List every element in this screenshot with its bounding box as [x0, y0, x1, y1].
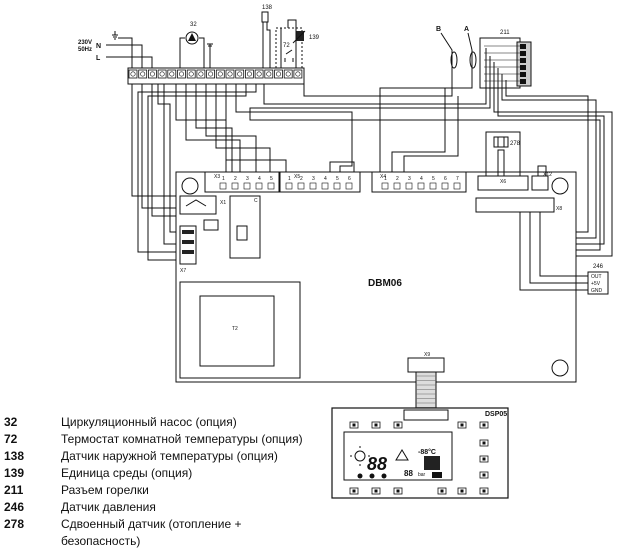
connector-pin-label: 7 [456, 176, 459, 182]
connector-pin-label: 6 [348, 176, 351, 182]
terminal-strip [127, 67, 305, 85]
thermostat-switch-icon [284, 49, 294, 62]
connector-pin-label: 2 [300, 176, 303, 182]
connector-x3: X3 1 2 3 4 5 [204, 171, 280, 193]
sun-icon [354, 450, 366, 462]
board-mount-hole-tl [181, 177, 199, 195]
pressure-wires [519, 212, 588, 291]
connector-pin-label: 5 [270, 176, 273, 182]
connector-x8: X8 [475, 197, 562, 213]
cable-label-b: B [436, 26, 441, 33]
svg-text:X9: X9 [424, 352, 430, 358]
svg-text:X12: X12 [543, 172, 552, 178]
pump-icon [185, 31, 199, 45]
connector-x5: X5 1 2 3 4 5 6 [279, 171, 361, 193]
connector-pin-label: 5 [336, 176, 339, 182]
mains-wires [106, 37, 153, 68]
burner-connector-number: 211 [500, 30, 510, 36]
burner-connector-icon [479, 37, 532, 89]
connector-x1: X1 [179, 195, 226, 215]
connector-x7: X7 [179, 225, 197, 274]
earth-icon [112, 31, 118, 40]
lcd-temp-big: 88 [367, 454, 387, 474]
outdoor-sensor-icon [261, 11, 269, 23]
svg-text:X8: X8 [556, 206, 562, 212]
connector-pin-label: 6 [444, 176, 447, 182]
board-mount-hole-tr [551, 177, 569, 195]
terminal-l-label: L [96, 55, 101, 62]
environment-unit-icon [292, 30, 306, 44]
lcd-bar-value: 88 [404, 469, 413, 478]
svg-text:X4: X4 [380, 174, 386, 180]
connector-pin-label: 2 [234, 176, 237, 182]
transformer-t2: T2 [179, 281, 301, 379]
pressure-sensor-number: 246 [593, 264, 604, 270]
connector-pin-label: 4 [324, 176, 327, 182]
pump-number: 32 [190, 22, 197, 28]
connector-x12: X12 [531, 172, 552, 191]
pressure-pin-gnd: GND [591, 288, 603, 294]
connector-pin-label: 3 [312, 176, 315, 182]
environment-unit-number: 139 [309, 35, 320, 41]
room-thermostat-number: 72 [283, 43, 290, 49]
supply-voltage: 230V [78, 40, 92, 46]
pressure-sensor: OUT +5V GND [587, 271, 609, 295]
connector-pin-label: 4 [420, 176, 423, 182]
supply-frequency: 50Hz [78, 47, 92, 53]
pressure-pin-5v: +5V [591, 281, 601, 287]
outdoor-sensor-number: 138 [262, 5, 273, 11]
board-mount-hole-br [551, 359, 569, 377]
radiator-icon [424, 456, 440, 470]
warning-icon [395, 449, 409, 461]
lcd-temp-small: -88°C [418, 448, 436, 456]
lcd-bar-unit: bar [418, 472, 426, 478]
connector-x4: X4 1 2 3 4 5 6 7 [371, 171, 467, 193]
connector-pin-label: 5 [432, 176, 435, 182]
connector-pin-label: 3 [246, 176, 249, 182]
strip-wires [131, 84, 353, 261]
connector-pin-label: 4 [258, 176, 261, 182]
connector-pin-label: 1 [288, 176, 291, 182]
ferrite-b-icon [450, 51, 458, 69]
svg-text:X5: X5 [294, 174, 300, 180]
ferrite-a-icon [469, 51, 477, 69]
svg-text:T2: T2 [232, 326, 238, 332]
svg-text:C: C [254, 198, 258, 204]
pressure-pin-out: OUT [591, 274, 602, 280]
terminal-n-label: N [96, 43, 101, 50]
svg-text:DSP05: DSP05 [485, 411, 507, 418]
svg-text:X7: X7 [180, 268, 186, 274]
cable-label-a: A [464, 26, 469, 33]
connector-pin-label: 1 [222, 176, 225, 182]
dual-sensor-icon [493, 136, 509, 148]
svg-text:X1: X1 [220, 200, 226, 206]
connector-pin-label: 2 [396, 176, 399, 182]
svg-text:X6: X6 [500, 179, 506, 185]
display-board: DSP05 88 -88°C 88 bar [331, 407, 509, 499]
connector-x6: X6 [477, 175, 529, 191]
connector-pin-label: 1 [384, 176, 387, 182]
svg-text:X3: X3 [214, 174, 220, 180]
connector-pin-label: 3 [408, 176, 411, 182]
ribbon-cable [415, 371, 437, 419]
lcd-screen: 88 -88°C 88 bar [343, 431, 453, 481]
capacitor-c: C [229, 195, 261, 259]
dual-sensor-number: 278 [510, 141, 521, 147]
main-board-label: DBM06 [368, 278, 402, 289]
pump-earth-icon [207, 43, 213, 47]
